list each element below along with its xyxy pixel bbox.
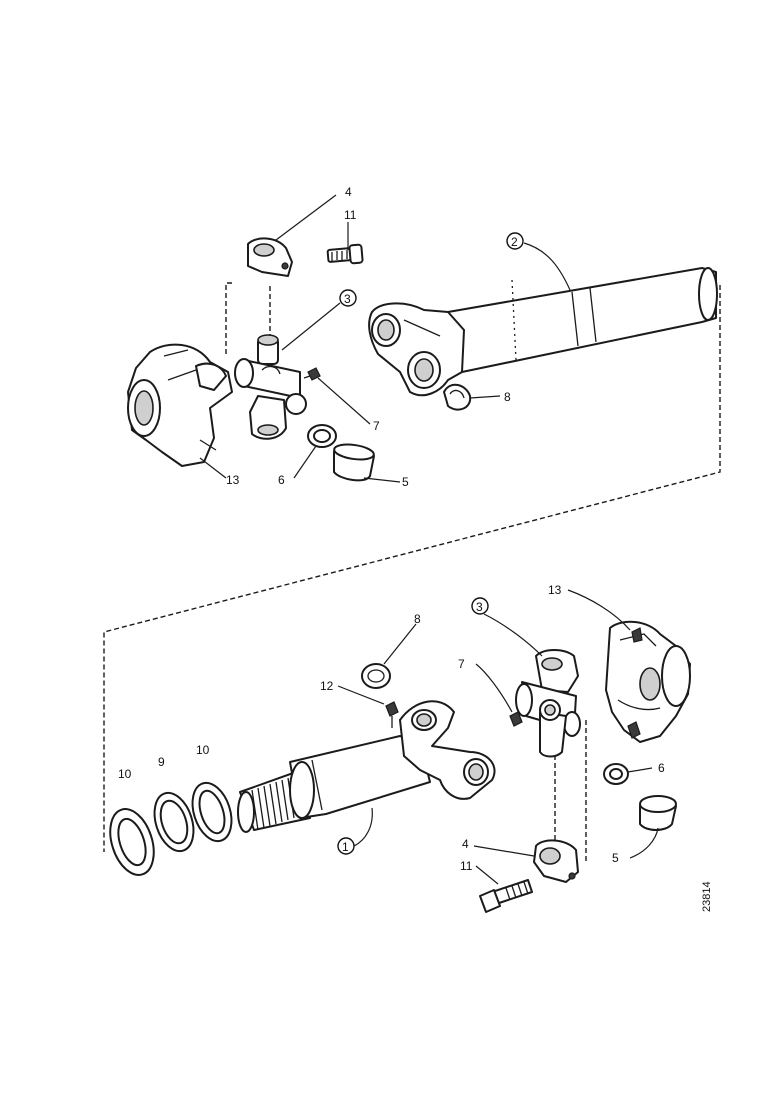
callout-u-3: 3: [344, 292, 351, 306]
leader-l-7: [475, 663, 513, 713]
callout-u-4: 4: [345, 185, 352, 199]
leader-l-11: [475, 865, 499, 885]
callout-l-9: 9: [158, 755, 165, 769]
callout-u-8: 8: [504, 390, 511, 404]
ring-9: [153, 791, 195, 853]
flange-yoke-lower: [605, 620, 691, 743]
callout-circle-u-2: [506, 232, 524, 250]
leader-l-5: [629, 827, 659, 859]
leader-u-3: [281, 302, 341, 351]
callout-l-1: 1: [342, 840, 349, 854]
grease-nipple-upper: [303, 367, 321, 381]
leader-u-2: [523, 242, 571, 291]
upper-assembly: [127, 194, 718, 483]
callout-u-7: 7: [373, 419, 380, 433]
callout-l-11: 11: [460, 859, 473, 873]
callout-l-4: 4: [462, 837, 469, 851]
callout-circle-u-3: [339, 289, 357, 307]
callout-u-2: 2: [511, 235, 518, 249]
leader-l-1: [353, 807, 373, 847]
bearing-cup-lower: [639, 795, 677, 831]
callout-u-13: 13: [226, 473, 240, 487]
callout-l-10b: 10: [196, 743, 210, 757]
seal-ring-upper: [307, 424, 337, 448]
universal-joint-upper: [234, 334, 307, 440]
callout-labels: 4 11 2 3 7 8 13 6 5 13 3 8 7 12 10 9 10 …: [118, 185, 665, 873]
leader-u-6: [293, 445, 317, 479]
splined-slip-yoke-shaft: [237, 700, 496, 833]
bearing-cap-upper: [247, 237, 293, 277]
callout-circle-l-1: [337, 837, 355, 855]
bearing-cup-upper: [333, 443, 375, 482]
flange-yoke-upper: [127, 343, 233, 467]
leader-u-7: [317, 377, 371, 425]
seal-right: [191, 781, 233, 843]
seal-left: [109, 808, 155, 876]
shaft-tube-upper: [368, 267, 718, 397]
callout-l-8: 8: [414, 612, 421, 626]
figure-number: 23814: [701, 881, 713, 912]
bolt-lower: [479, 879, 533, 913]
callout-u-5: 5: [402, 475, 409, 489]
leader-u-8: [469, 395, 501, 399]
callout-l-3: 3: [476, 600, 483, 614]
grease-nipple-lower-7: [509, 711, 523, 727]
leader-l-4: [473, 845, 535, 857]
callout-circle-l-3: [471, 597, 489, 615]
leader-l-3: [483, 613, 543, 657]
leader-u-13: [199, 457, 227, 479]
callout-l-7: 7: [458, 657, 465, 671]
leader-l-13: [567, 589, 631, 631]
leader-l-12: [337, 685, 385, 705]
callout-l-13: 13: [548, 583, 562, 597]
callout-l-12: 12: [320, 679, 334, 693]
leader-l-6: [627, 767, 653, 773]
callout-l-5: 5: [612, 851, 619, 865]
leader-l-8: [383, 623, 417, 665]
snap-ring-upper: [443, 383, 472, 411]
lower-assembly: [109, 589, 691, 913]
callout-l-10a: 10: [118, 767, 132, 781]
bolt-upper: [326, 243, 364, 265]
snap-ring-lower: [361, 663, 391, 689]
callout-u-6: 6: [278, 473, 285, 487]
bearing-cap-lower: [533, 839, 579, 883]
grease-nipple-lower-12: [385, 701, 399, 728]
seal-ring-lower: [603, 763, 629, 785]
universal-joint-lower: [515, 649, 581, 758]
leader-u-4: [275, 194, 337, 241]
callout-l-6: 6: [658, 761, 665, 775]
callout-u-11: 11: [344, 208, 357, 222]
leader-u-5: [363, 477, 401, 483]
